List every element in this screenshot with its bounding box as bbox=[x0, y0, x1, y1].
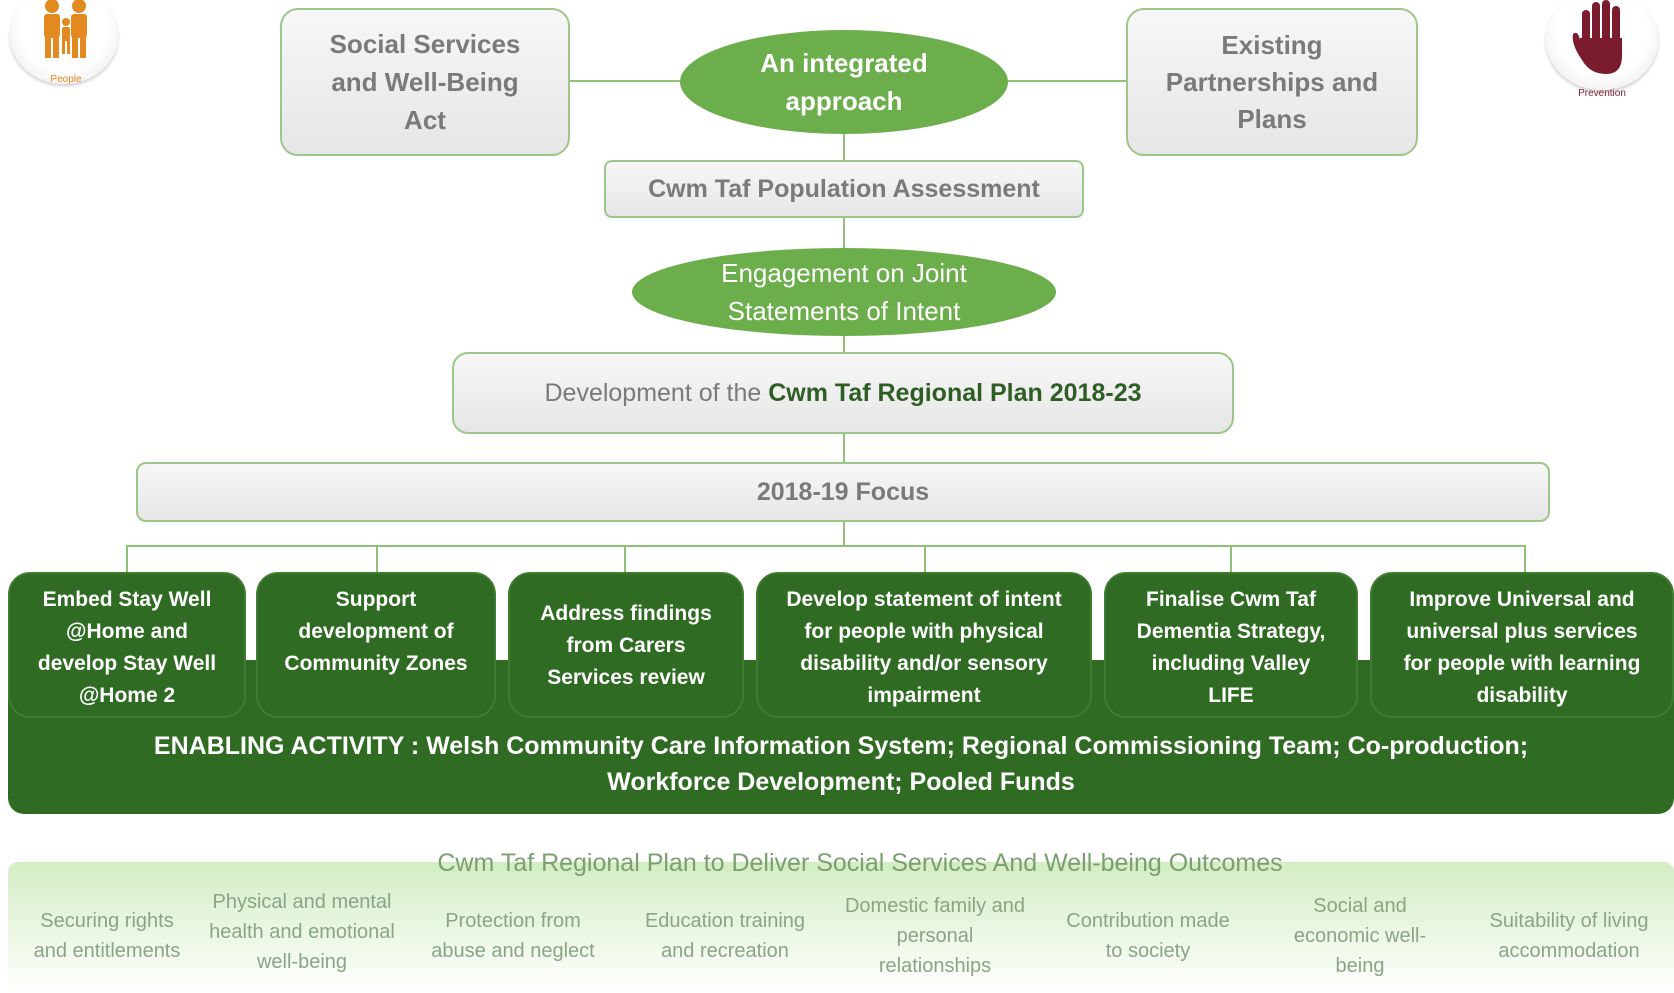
outcomes-panel bbox=[8, 862, 1674, 993]
outcomes-title: Cwm Taf Regional Plan to Deliver Social … bbox=[437, 849, 1283, 877]
outcome-living-accommodation: Suitability of living accommodation bbox=[1489, 910, 1649, 962]
outcome-rights-entitlements: Securing rights and entitlements bbox=[33, 910, 181, 962]
outcome-protection: Protection from abuse and neglect bbox=[431, 910, 595, 962]
connector-vertical-5 bbox=[843, 518, 845, 546]
focus-item-dementia-strategy: Finalise Cwm Taf Dementia Strategy, incl… bbox=[1104, 572, 1358, 718]
focus-item-stay-well: Embed Stay Well @Home and develop Stay W… bbox=[8, 572, 246, 718]
people-icon bbox=[44, 0, 87, 58]
hand-stop-icon bbox=[1572, 0, 1622, 74]
people-icon-label: People bbox=[50, 74, 82, 85]
connector-drop-1 bbox=[126, 545, 128, 573]
focus-item-community-zones: Support development of Community Zones bbox=[256, 572, 496, 718]
connector-vertical-4 bbox=[843, 432, 845, 464]
outcome-education: Education training and recreation bbox=[644, 910, 806, 962]
focus-item-carers-review: Address findings from Carers Services re… bbox=[508, 572, 744, 718]
prevention-icon-badge: Prevention bbox=[1542, 0, 1662, 110]
connector-vertical-2 bbox=[843, 216, 845, 250]
connector-drop-6 bbox=[1524, 545, 1526, 573]
connector-horizontal-focus bbox=[126, 545, 1526, 547]
focus-title-bar: 2018-19 Focus bbox=[136, 462, 1550, 522]
connector-vertical-1 bbox=[843, 130, 845, 160]
social-services-act-box: Social Services and Well-Being Act bbox=[280, 8, 570, 156]
connector-drop-2 bbox=[376, 545, 378, 573]
connector-left bbox=[568, 80, 682, 82]
focus-item-learning-disability: Improve Universal and universal plus ser… bbox=[1370, 572, 1674, 718]
development-regional-plan-box: Development of the Cwm Taf Regional Plan… bbox=[452, 352, 1234, 434]
development-highlight: Cwm Taf Regional Plan 2018-23 bbox=[768, 378, 1142, 407]
population-assessment-box: Cwm Taf Population Assessment bbox=[604, 160, 1084, 218]
existing-partnerships-box: Existing Partnerships and Plans bbox=[1126, 8, 1418, 156]
prevention-icon-label: Prevention bbox=[1578, 88, 1626, 99]
outcome-physical-mental-health: Physical and mental health and emotional… bbox=[209, 891, 395, 973]
connector-drop-5 bbox=[1230, 545, 1232, 573]
development-prefix: Development of the bbox=[544, 378, 769, 407]
outcome-domestic-relationships: Domestic family and personal relationshi… bbox=[844, 895, 1026, 977]
connector-right bbox=[1006, 80, 1128, 82]
focus-item-physical-disability: Develop statement of intent for people w… bbox=[756, 572, 1092, 718]
connector-drop-3 bbox=[624, 545, 626, 573]
outcome-social-economic: Social and economic well-being bbox=[1293, 895, 1427, 977]
integrated-approach-ellipse: An integrated approach bbox=[680, 30, 1008, 134]
enabling-activity-panel: ENABLING ACTIVITY : Welsh Community Care… bbox=[8, 660, 1674, 814]
connector-drop-4 bbox=[924, 545, 926, 573]
outcome-contribution: Contribution made to society bbox=[1066, 910, 1230, 962]
connector-vertical-3 bbox=[843, 334, 845, 354]
people-icon-badge: People bbox=[8, 0, 120, 88]
engagement-ellipse: Engagement on Joint Statements of Intent bbox=[632, 248, 1056, 336]
